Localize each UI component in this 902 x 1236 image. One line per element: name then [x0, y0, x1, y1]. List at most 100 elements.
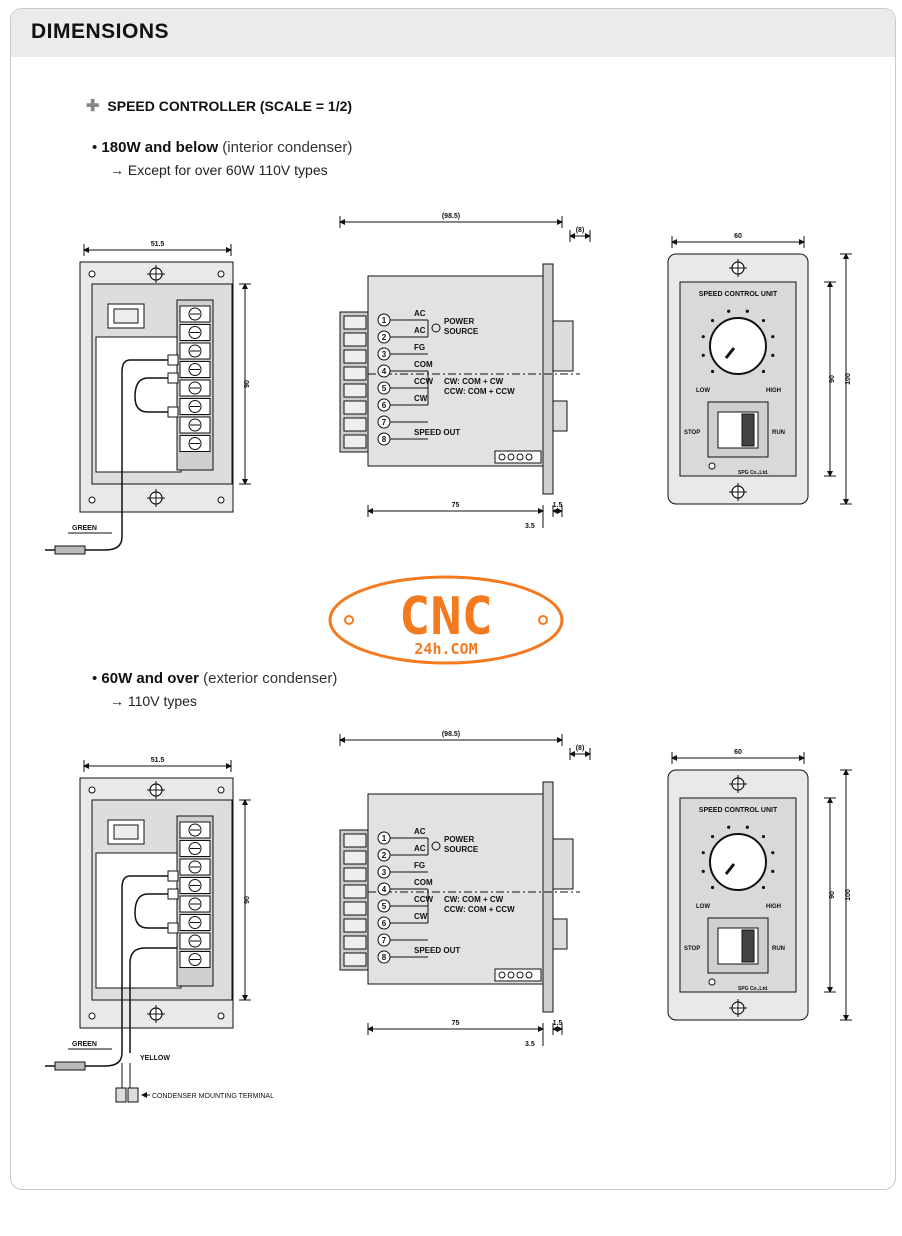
- terminal-number: 6: [382, 919, 387, 928]
- wire-loop: [134, 893, 177, 929]
- green-lead: [45, 1052, 123, 1067]
- speed-knob-icon: [709, 317, 767, 375]
- terminal-number: 4: [382, 367, 387, 376]
- terminal-label: CCW: [414, 377, 434, 386]
- front-width-dim-label: 60: [734, 749, 742, 756]
- port-circle: [507, 971, 515, 979]
- maker-label: SPG Co.,Ltd.: [738, 470, 769, 476]
- corner-hole: [217, 270, 225, 278]
- wire: [121, 359, 177, 537]
- side-lip-dim-label: (8): [576, 745, 585, 752]
- port-circle: [516, 453, 524, 461]
- variant2-note-text: 110V types: [127, 693, 197, 709]
- terminal-label: AC: [414, 309, 426, 318]
- side-t1-dim-label: 1.5: [553, 502, 563, 509]
- side-terminal: [343, 833, 367, 848]
- side-terminal: [343, 434, 367, 449]
- side-terminal: [343, 850, 367, 865]
- terminal-label: AC: [414, 844, 426, 853]
- port-circle: [498, 453, 506, 461]
- logo-dot-right: [538, 615, 548, 625]
- terminal-number: 5: [382, 902, 387, 911]
- wire-loop: [134, 377, 177, 413]
- front-width-dim-label: 60: [734, 233, 742, 240]
- side-body-dim-label: 75: [452, 502, 460, 509]
- green-label: GREEN: [72, 525, 97, 532]
- terminal-number: 2: [382, 851, 387, 860]
- side-terminal: [343, 952, 367, 967]
- side-terminal: [343, 918, 367, 933]
- terminal-label: COM: [414, 878, 433, 887]
- port-circle: [507, 453, 515, 461]
- side-t1-dim-label: 1.5: [553, 1020, 563, 1027]
- connector-inner: [113, 308, 139, 324]
- terminal-number: 4: [382, 885, 387, 894]
- front-h2-dim-label: 100: [845, 889, 852, 901]
- scale-dot: [710, 369, 715, 374]
- wire-yellow: [129, 947, 177, 1053]
- corner-hole: [88, 270, 96, 278]
- scale-dot: [771, 869, 775, 873]
- corner-hole: [217, 786, 225, 794]
- wire-lug: [167, 354, 179, 366]
- terminal-label: SPEED OUT: [414, 946, 460, 955]
- unit-label: SPEED CONTROL UNIT: [699, 807, 778, 814]
- terminal-number: 3: [382, 350, 387, 359]
- switch-profile: [552, 918, 568, 950]
- scale-dot: [710, 885, 715, 890]
- side-lip-dim-label: (8): [576, 227, 585, 234]
- side-body-dim-label: 75: [452, 1020, 460, 1027]
- front-plate-edge: [542, 263, 554, 495]
- power-source-label-2: SOURCE: [444, 327, 479, 336]
- side-terminal: [343, 884, 367, 899]
- high-label: HIGH: [766, 388, 781, 394]
- variant2-heading: • 60W and over (exterior condenser): [92, 670, 338, 687]
- rear-width-dim-label: 51.5: [151, 241, 165, 248]
- side-depth-dim-label: (98.5): [442, 213, 460, 220]
- high-label: HIGH: [766, 904, 781, 910]
- variant1-subtitle: (interior condenser): [222, 139, 353, 156]
- switch-slider: [741, 413, 755, 447]
- stop-label: STOP: [684, 430, 700, 436]
- variant2-title: 60W and over: [101, 670, 199, 687]
- cw-rule: CW: COM + CW: [444, 895, 504, 904]
- scale-dot: [701, 335, 705, 339]
- scale-dot: [771, 335, 775, 339]
- low-label: LOW: [696, 904, 710, 910]
- port-circle: [525, 453, 533, 461]
- rear-height-dim-label: 90: [244, 380, 251, 388]
- front-h1-dim-label: 90: [829, 375, 836, 383]
- green-sleeve-icon: [54, 545, 86, 555]
- green-lead: [45, 536, 123, 551]
- knob-pointer: [724, 347, 736, 359]
- terminal-number: 1: [382, 316, 387, 325]
- power-source-label: POWER: [444, 835, 474, 844]
- wire-lug: [167, 406, 179, 418]
- scale-dot: [761, 318, 766, 323]
- power-source-label-2: SOURCE: [444, 845, 479, 854]
- wire-lug: [167, 888, 179, 900]
- page-title: DIMENSIONS: [31, 20, 170, 43]
- rear-height-dim-label: 90: [244, 896, 251, 904]
- connector-inner: [113, 824, 139, 840]
- scale-dot: [745, 825, 749, 829]
- variant1-note: → Except for over 60W 110V types: [110, 162, 328, 178]
- maker-label: SPG Co.,Ltd.: [738, 986, 769, 992]
- stop-label: STOP: [684, 946, 700, 952]
- terminal-label: SPEED OUT: [414, 428, 460, 437]
- variant2-subtitle: (exterior condenser): [203, 670, 338, 687]
- wire-lug: [167, 922, 179, 934]
- front-small-hole: [708, 978, 716, 986]
- switch-slider: [741, 929, 755, 963]
- terminal-label: CW: [414, 912, 428, 921]
- ac-symbol-icon: [431, 841, 441, 851]
- terminal-label: AC: [414, 326, 426, 335]
- scale-dot: [701, 851, 705, 855]
- logo-dot-left: [344, 615, 354, 625]
- scale-dot: [761, 369, 766, 374]
- side-terminal: [343, 383, 367, 398]
- ccw-rule: CCW: COM + CCW: [444, 387, 515, 396]
- scale-dot: [710, 318, 715, 323]
- scale-dot: [761, 834, 766, 839]
